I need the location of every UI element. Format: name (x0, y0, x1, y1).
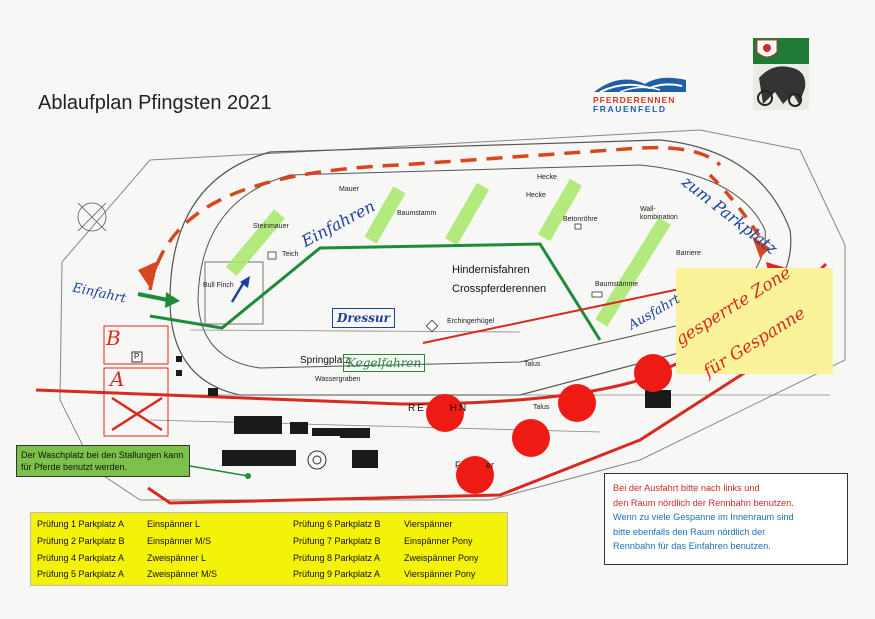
map-label-talus: Talus (524, 361, 541, 368)
entry-arrow (137, 292, 169, 302)
map-label-mauer: Mauer (339, 186, 359, 193)
schedule-pruefung: Prüfung 7 Parkplatz B (293, 536, 381, 546)
logo-brand-line2: FRAUENFELD (593, 104, 667, 114)
schedule-class: Einspänner L (147, 519, 201, 529)
schedule-pruefung: Prüfung 9 Parkplatz A (293, 569, 381, 579)
parking-field-a-label: A (110, 367, 125, 391)
annotation-dressur: Dressur (332, 308, 395, 328)
frauenfeld-coat-of-arms-with-horse-team-icon (753, 38, 809, 110)
logo-brand-line1: PFERDERENNEN (593, 95, 676, 105)
parking-p-label: P (134, 352, 140, 361)
parking-field-b (103, 325, 169, 365)
parking-p-icon (131, 351, 143, 363)
dashed-route-to-parking (148, 145, 722, 291)
map-label-talus: Talus (533, 404, 550, 411)
map-label-steinmauer: Steinmauer (253, 223, 289, 230)
obstacle-highlights (225, 178, 671, 327)
schedule-table: Prüfung 1 Parkplatz A Einspänner L Prüfu… (30, 512, 508, 586)
map-label-baumstamm: Baumstamm (397, 210, 437, 217)
map-label-teich: Teich (282, 251, 299, 258)
red-boundary-south (147, 348, 781, 505)
map-label-rennbahn: RE HN (408, 403, 469, 414)
green-route-line (149, 242, 602, 341)
schedule-pruefung: Prüfung 6 Parkplatz B (293, 519, 381, 529)
map-label-springplatz: Springplatz (300, 355, 351, 366)
schedule-class: Zweispänner Pony (404, 553, 479, 563)
map-label-betonroehre: Betonröhre (563, 216, 598, 223)
blue-arrow-icon (230, 281, 246, 303)
stable-buildings (176, 356, 671, 468)
schedule-class: Einspänner Pony (404, 536, 473, 546)
map-label-kombination: kombination (640, 214, 678, 221)
compass-rose-icon (77, 202, 107, 232)
exit-instructions-box: Bei der Ausfahrt bitte nach links und de… (604, 473, 848, 565)
map-label-baumstaemme: Baumstämme (595, 281, 639, 288)
schedule-class: Zweispänner M/S (147, 569, 218, 579)
map-label-hecke: Hecke (537, 174, 557, 181)
dashed-arrow-head (138, 260, 160, 288)
closed-road-dots (426, 354, 672, 494)
map-label-wassergraben: Wassergraben (315, 376, 361, 383)
schedule-pruefung: Prüfung 5 Parkplatz A (37, 569, 125, 579)
map-label-barriere: Barriere (676, 250, 701, 257)
map-label-fe: F (455, 460, 461, 470)
page-title: Ablaufplan Pfingsten 2021 (38, 92, 272, 114)
schedule-class: Einspänner M/S (147, 536, 212, 546)
parking-field-b-label: B (106, 326, 121, 350)
info-red-line: Bei der Ausfahrt bitte nach links und (613, 483, 760, 493)
schedule-class: Vierspänner Pony (404, 569, 476, 579)
info-red-line: den Raum nördlich der Rennbahn benutzen. (613, 497, 794, 508)
wash-area-note: Der Waschplatz bei den Stallungen kann f… (16, 445, 190, 477)
wash-pointer-line (189, 465, 249, 477)
info-blue-line: bitte ebenfalls den Raum nördlich der (613, 526, 766, 537)
pferderennen-logo: PFERDERENNEN FRAUENFELD (590, 70, 690, 116)
schedule-pruefung: Prüfung 8 Parkplatz A (293, 553, 381, 563)
map-label-crosspferderennen: Crosspferderennen (452, 283, 547, 295)
schedule-class: Vierspänner (404, 519, 453, 529)
schedule-pruefung: Prüfung 2 Parkplatz B (37, 536, 125, 546)
info-blue-line: Wenn zu viele Gespanne im Innenraum sind (613, 512, 794, 522)
map-label-erchingerhuegel: Erchingerhügel (447, 318, 495, 325)
schedule-pruefung: Prüfung 4 Parkplatz A (37, 553, 125, 563)
map-label-hecke: Hecke (526, 192, 546, 199)
map-label-bull-finch: Bull Finch (203, 282, 234, 289)
parking-field-a (103, 367, 169, 437)
schedule-class: Zweispänner L (147, 553, 207, 563)
wave-horse-icon (594, 77, 686, 93)
closed-zone-highlight (676, 268, 833, 374)
schedule-pruefung: Prüfung 1 Parkplatz A (37, 519, 125, 529)
map-label-wall: Wall- (640, 206, 656, 213)
map-label-hindernisfahren: Hindernisfahren (452, 264, 530, 276)
annotation-kegelfahren: Kegelfahren (343, 354, 426, 372)
map-label-er: er (486, 460, 495, 470)
info-blue-line: Rennbahn für das Einfahren benutzen. (613, 541, 771, 551)
